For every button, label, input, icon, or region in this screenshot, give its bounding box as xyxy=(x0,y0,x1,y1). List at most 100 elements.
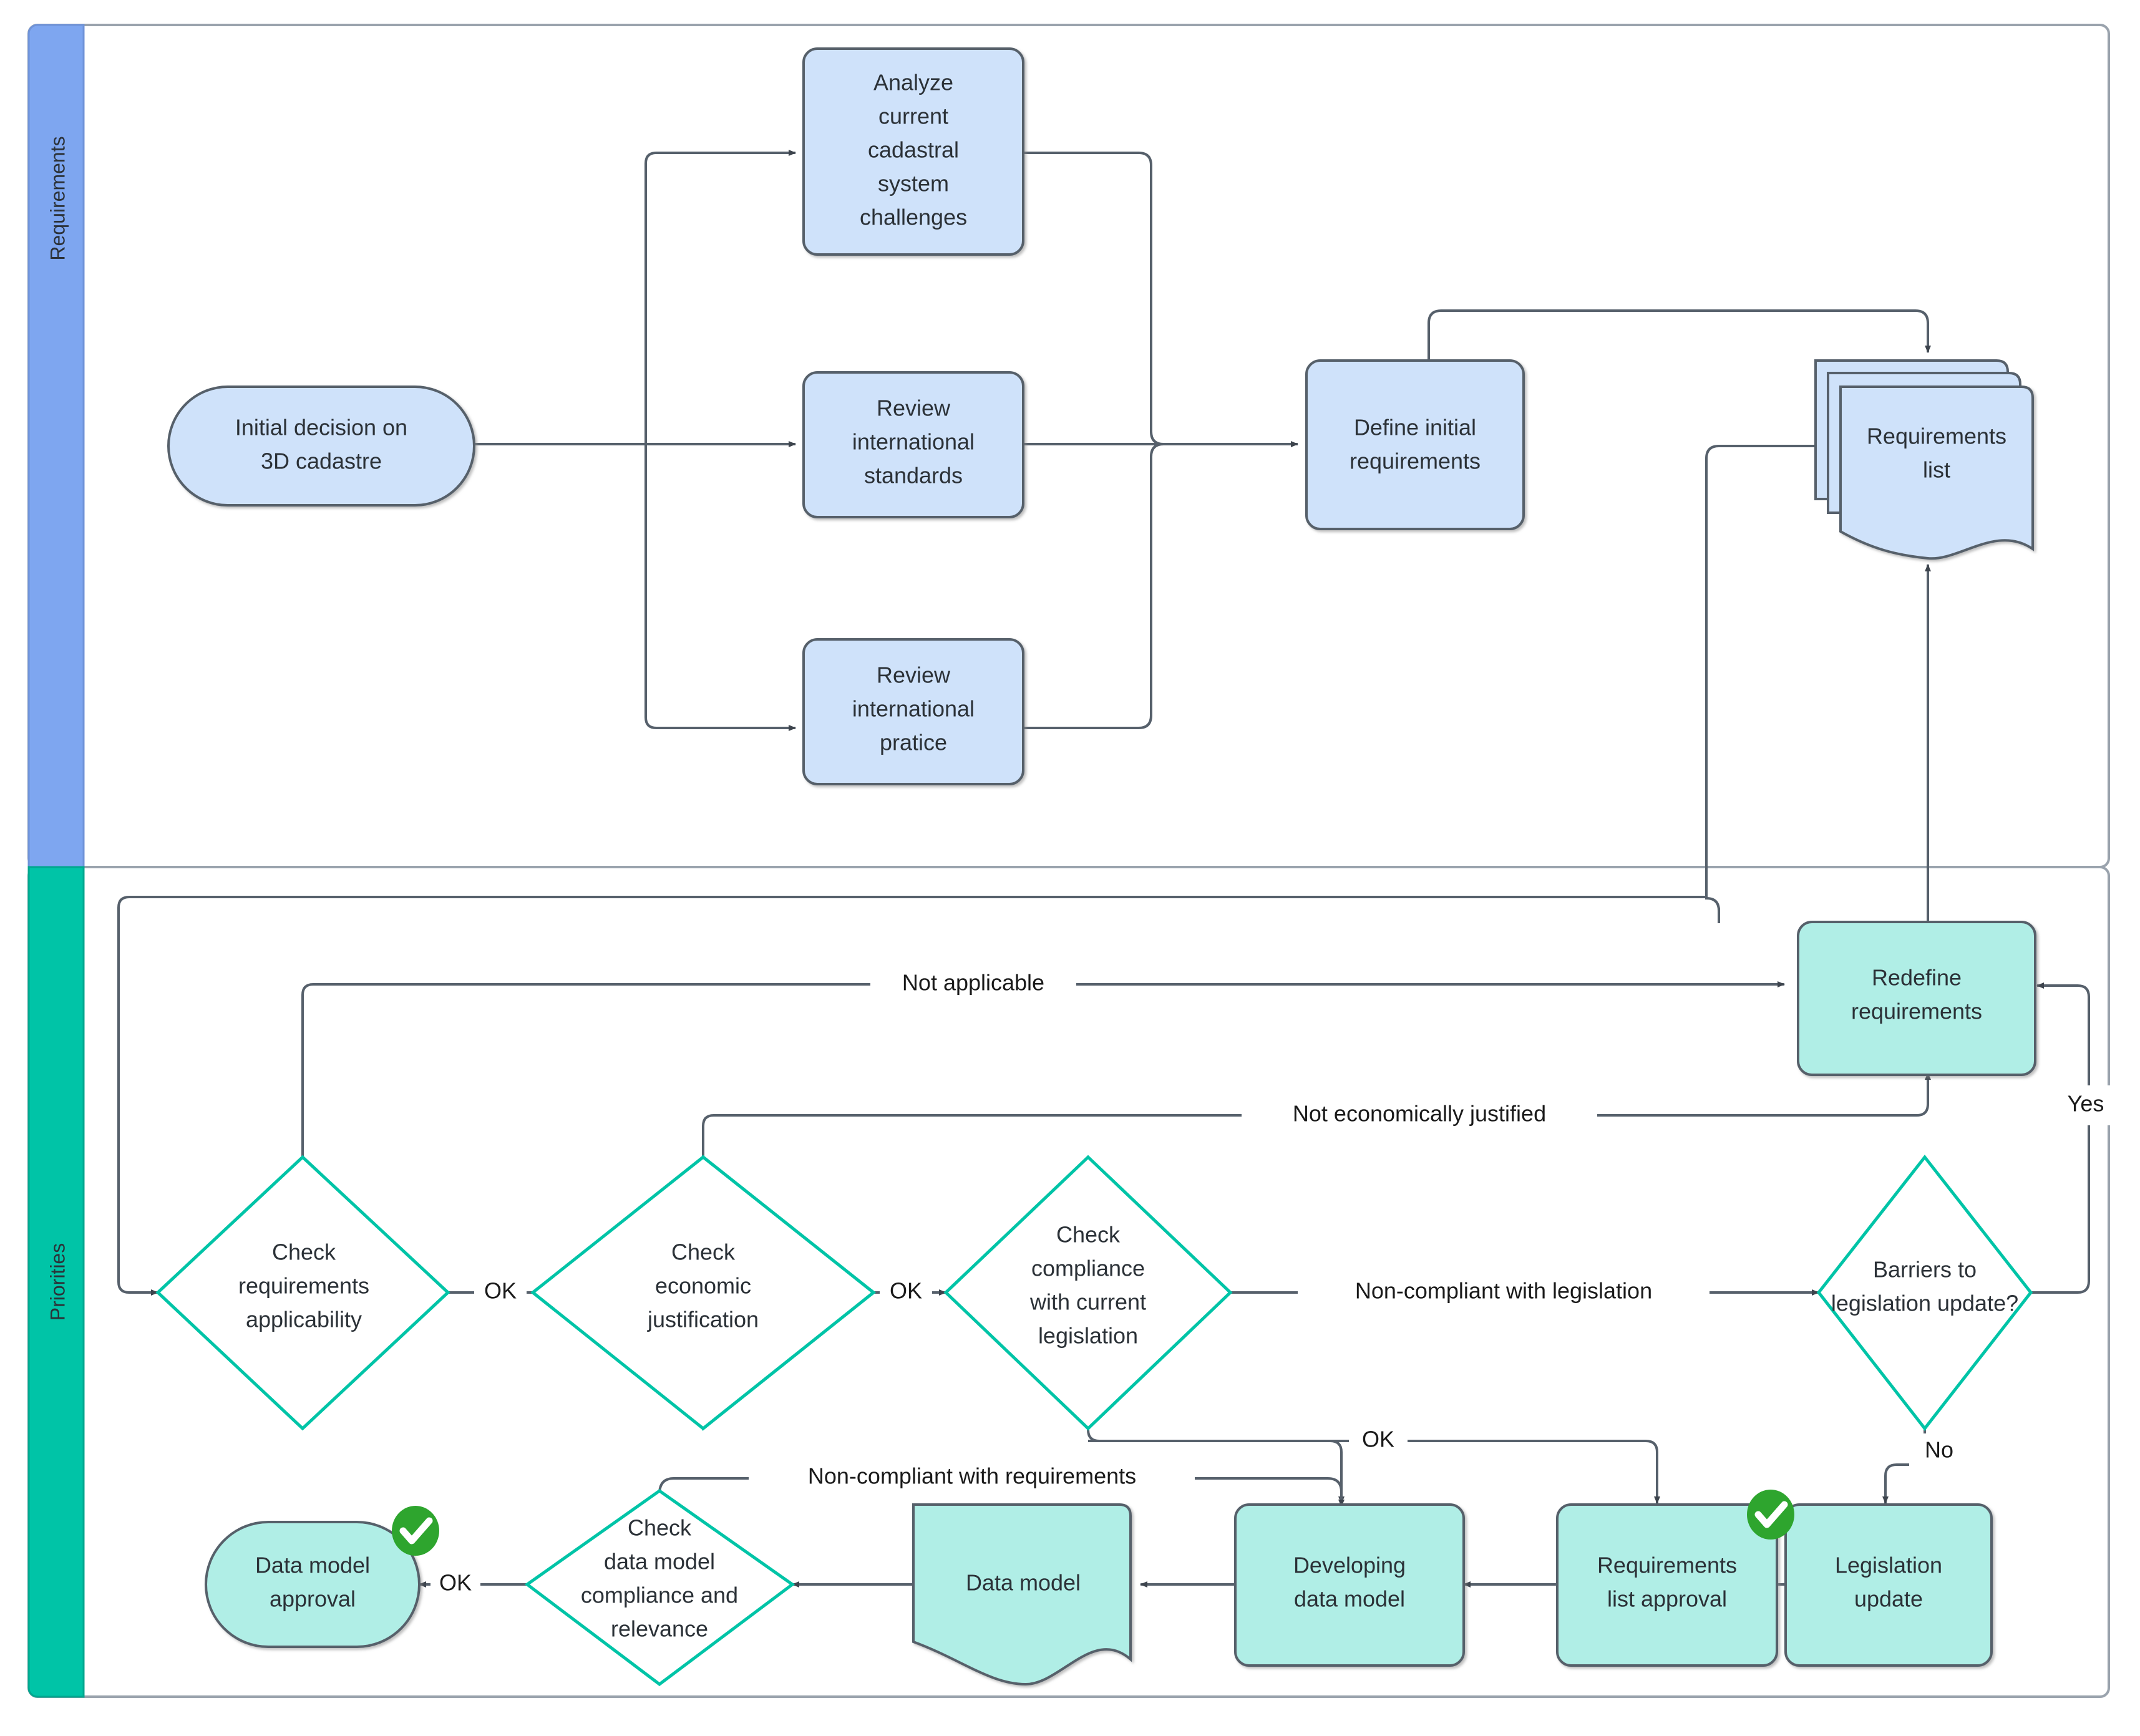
node-review-standards[interactable]: Review international standards xyxy=(802,371,1024,518)
edge-ok-to-requirements-approval xyxy=(1088,1440,1660,1504)
dmapproval-line-1: Data model xyxy=(255,1553,370,1578)
datamodel-line-1: Data model xyxy=(966,1570,1081,1596)
swimlane-pool: Requirements Priorities xyxy=(27,24,2110,1698)
lane-label-priorities: Priorities xyxy=(46,1243,69,1321)
reqlist-line-1: Requirements xyxy=(1867,424,2006,449)
initial-decision-line-1: Initial decision on xyxy=(235,415,407,440)
barriers-line-1: Barriers to xyxy=(1873,1257,1977,1283)
check-icon xyxy=(1754,1501,1788,1528)
label-ok-2: OK xyxy=(890,1278,922,1304)
legislation-line-2: update xyxy=(1854,1586,1923,1612)
compliance-line-4: legislation xyxy=(1038,1323,1138,1349)
checkdm-line-2: data model xyxy=(604,1549,715,1574)
economic-line-1: Check xyxy=(671,1239,736,1265)
redefine-requirements-shape[interactable] xyxy=(1797,921,2036,1076)
label-ok-1: OK xyxy=(484,1278,517,1304)
pratice-line-2: international xyxy=(852,696,975,722)
legislation-update-shape[interactable] xyxy=(1784,1503,1993,1667)
edge-priorities-loop-to-reqlist xyxy=(1705,445,1841,911)
edge-define-to-reqlist xyxy=(1427,309,1931,374)
applicability-line-1: Check xyxy=(272,1239,336,1265)
edge-entry-to-check-applicability xyxy=(117,896,1706,1296)
review-standards-shape[interactable] xyxy=(802,371,1024,518)
analyze-line-4: system xyxy=(878,171,949,196)
developing-line-1: Developing xyxy=(1293,1553,1406,1578)
label-non-compliant-requirements: Non-compliant with requirements xyxy=(808,1463,1136,1489)
node-legislation-update[interactable]: Legislation update xyxy=(1784,1503,1993,1667)
node-redefine-requirements[interactable]: Redefine requirements xyxy=(1797,921,2036,1076)
analyze-challenges-shape[interactable] xyxy=(802,47,1024,256)
barriers-line-2: legislation update? xyxy=(1831,1291,2018,1316)
compliance-line-2: compliance xyxy=(1031,1256,1145,1281)
node-requirements-list-approval[interactable]: Requirements list approval xyxy=(1556,1490,1794,1667)
standards-line-2: international xyxy=(852,429,975,455)
label-non-compliant-legislation: Non-compliant with legislation xyxy=(1355,1278,1652,1304)
requirements-list-approval-shape[interactable] xyxy=(1556,1503,1778,1667)
reqapproval-line-1: Requirements xyxy=(1597,1553,1737,1578)
edge-not-applicable xyxy=(301,981,1785,1157)
node-analyze-challenges[interactable]: Analyze current cadastral system challen… xyxy=(802,47,1024,256)
legislation-line-1: Legislation xyxy=(1835,1553,1942,1578)
node-check-economic-justification[interactable]: Check economic justification xyxy=(530,1155,877,1431)
barriers-shape[interactable] xyxy=(1816,1154,2033,1432)
label-yes: Yes xyxy=(2068,1091,2104,1117)
node-define-initial-requirements[interactable]: Define initial requirements xyxy=(1305,359,1525,530)
node-developing-data-model[interactable]: Developing data model xyxy=(1234,1503,1465,1667)
developing-line-2: data model xyxy=(1294,1586,1405,1612)
edge-pratice-to-merge xyxy=(1023,443,1164,729)
requirements-list-sheet-front[interactable] xyxy=(1839,386,2034,560)
standards-line-1: Review xyxy=(877,395,951,421)
review-pratice-shape[interactable] xyxy=(802,638,1024,785)
edge-hub-to-analyze xyxy=(644,150,796,164)
analyze-line-5: challenges xyxy=(860,205,967,230)
checkdm-line-1: Check xyxy=(628,1515,692,1541)
developing-data-model-shape[interactable] xyxy=(1234,1503,1465,1667)
node-data-model[interactable]: Data model xyxy=(912,1503,1132,1686)
edge-analyze-to-merge xyxy=(1023,152,1164,445)
requirements-list-approval-check-badge xyxy=(1747,1490,1794,1540)
node-barriers-legislation-update[interactable]: Barriers to legislation update? xyxy=(1816,1154,2033,1432)
node-check-data-model[interactable]: Check data model compliance and relevanc… xyxy=(524,1488,795,1687)
check-compliance-shape[interactable] xyxy=(943,1155,1233,1431)
check-data-model-shape[interactable] xyxy=(524,1488,795,1687)
node-data-model-approval[interactable]: Data model approval xyxy=(205,1506,439,1648)
node-requirements-list[interactable]: Requirements list xyxy=(1814,359,2034,560)
analyze-line-2: current xyxy=(878,104,948,129)
analyze-line-1: Analyze xyxy=(873,70,953,95)
dmapproval-line-2: approval xyxy=(270,1586,356,1612)
redefine-line-2: requirements xyxy=(1851,999,1982,1024)
check-economic-diamond[interactable] xyxy=(530,1155,877,1431)
label-ok-3: OK xyxy=(1362,1427,1394,1452)
redefine-line-1: Redefine xyxy=(1872,965,1962,991)
check-icon xyxy=(399,1517,433,1544)
edge-label-backplates xyxy=(430,966,2121,1602)
data-model-approval-check-badge xyxy=(392,1506,439,1556)
edge-hub-to-pratice xyxy=(644,717,796,731)
edge-yes-barriers-redefine xyxy=(2031,982,2090,1294)
label-not-applicable: Not applicable xyxy=(902,970,1044,996)
define-initial-requirements-shape[interactable] xyxy=(1305,359,1525,530)
economic-line-2: economic xyxy=(655,1273,751,1299)
node-review-pratice[interactable]: Review international pratice xyxy=(802,638,1024,785)
node-check-compliance-legislation[interactable]: Check compliance with current legislatio… xyxy=(943,1155,1233,1431)
node-initial-decision[interactable]: Initial decision on 3D cadastre xyxy=(167,386,475,507)
pratice-line-3: pratice xyxy=(880,730,947,755)
compliance-line-1: Check xyxy=(1056,1222,1121,1248)
data-model-approval-shape[interactable] xyxy=(205,1521,421,1648)
node-check-requirements-applicability[interactable]: Check requirements applicability xyxy=(155,1155,450,1431)
check-applicability-shape[interactable] xyxy=(155,1155,450,1431)
reqlist-line-2: list xyxy=(1923,457,1950,483)
connectors-requirements xyxy=(474,150,1931,923)
label-not-economically-justified: Not economically justified xyxy=(1293,1101,1546,1127)
data-model-shape[interactable] xyxy=(912,1503,1132,1686)
compliance-line-3: with current xyxy=(1029,1289,1146,1315)
checkdm-line-3: compliance and xyxy=(581,1583,738,1608)
checkdm-line-4: relevance xyxy=(611,1616,708,1642)
reqapproval-line-2: list approval xyxy=(1607,1586,1727,1612)
label-no: No xyxy=(1925,1437,1953,1463)
define-line-2: requirements xyxy=(1350,449,1481,474)
lane-label-requirements: Requirements xyxy=(46,136,69,260)
initial-decision-shape[interactable] xyxy=(167,386,475,507)
